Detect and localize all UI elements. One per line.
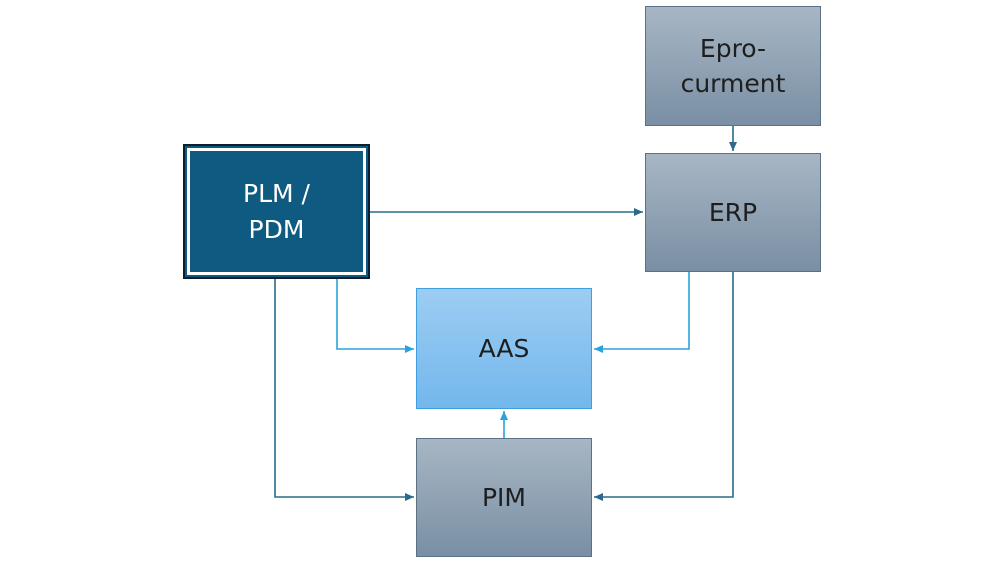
node-aas: AAS — [416, 288, 592, 409]
node-eprocurement: Epro- curment — [645, 6, 821, 126]
node-erp-label: ERP — [708, 198, 758, 227]
node-plm-pdm: PLM / PDM — [183, 144, 370, 279]
node-pim-label: PIM — [481, 483, 527, 512]
edge-erp-to-aas — [594, 272, 690, 353]
node-plm-pdm-label: PLM / PDM — [243, 178, 310, 244]
node-aas-label: AAS — [478, 334, 530, 363]
edge-plm-to-aas — [336, 272, 414, 353]
edge-plm-to-pim — [274, 272, 414, 501]
edge-erp-to-pim — [594, 272, 734, 501]
node-eprocurement-label: Epro- curment — [680, 34, 786, 98]
node-plm-pdm-inner: PLM / PDM — [187, 148, 366, 275]
node-erp: ERP — [645, 153, 821, 272]
node-pim: PIM — [416, 438, 592, 557]
